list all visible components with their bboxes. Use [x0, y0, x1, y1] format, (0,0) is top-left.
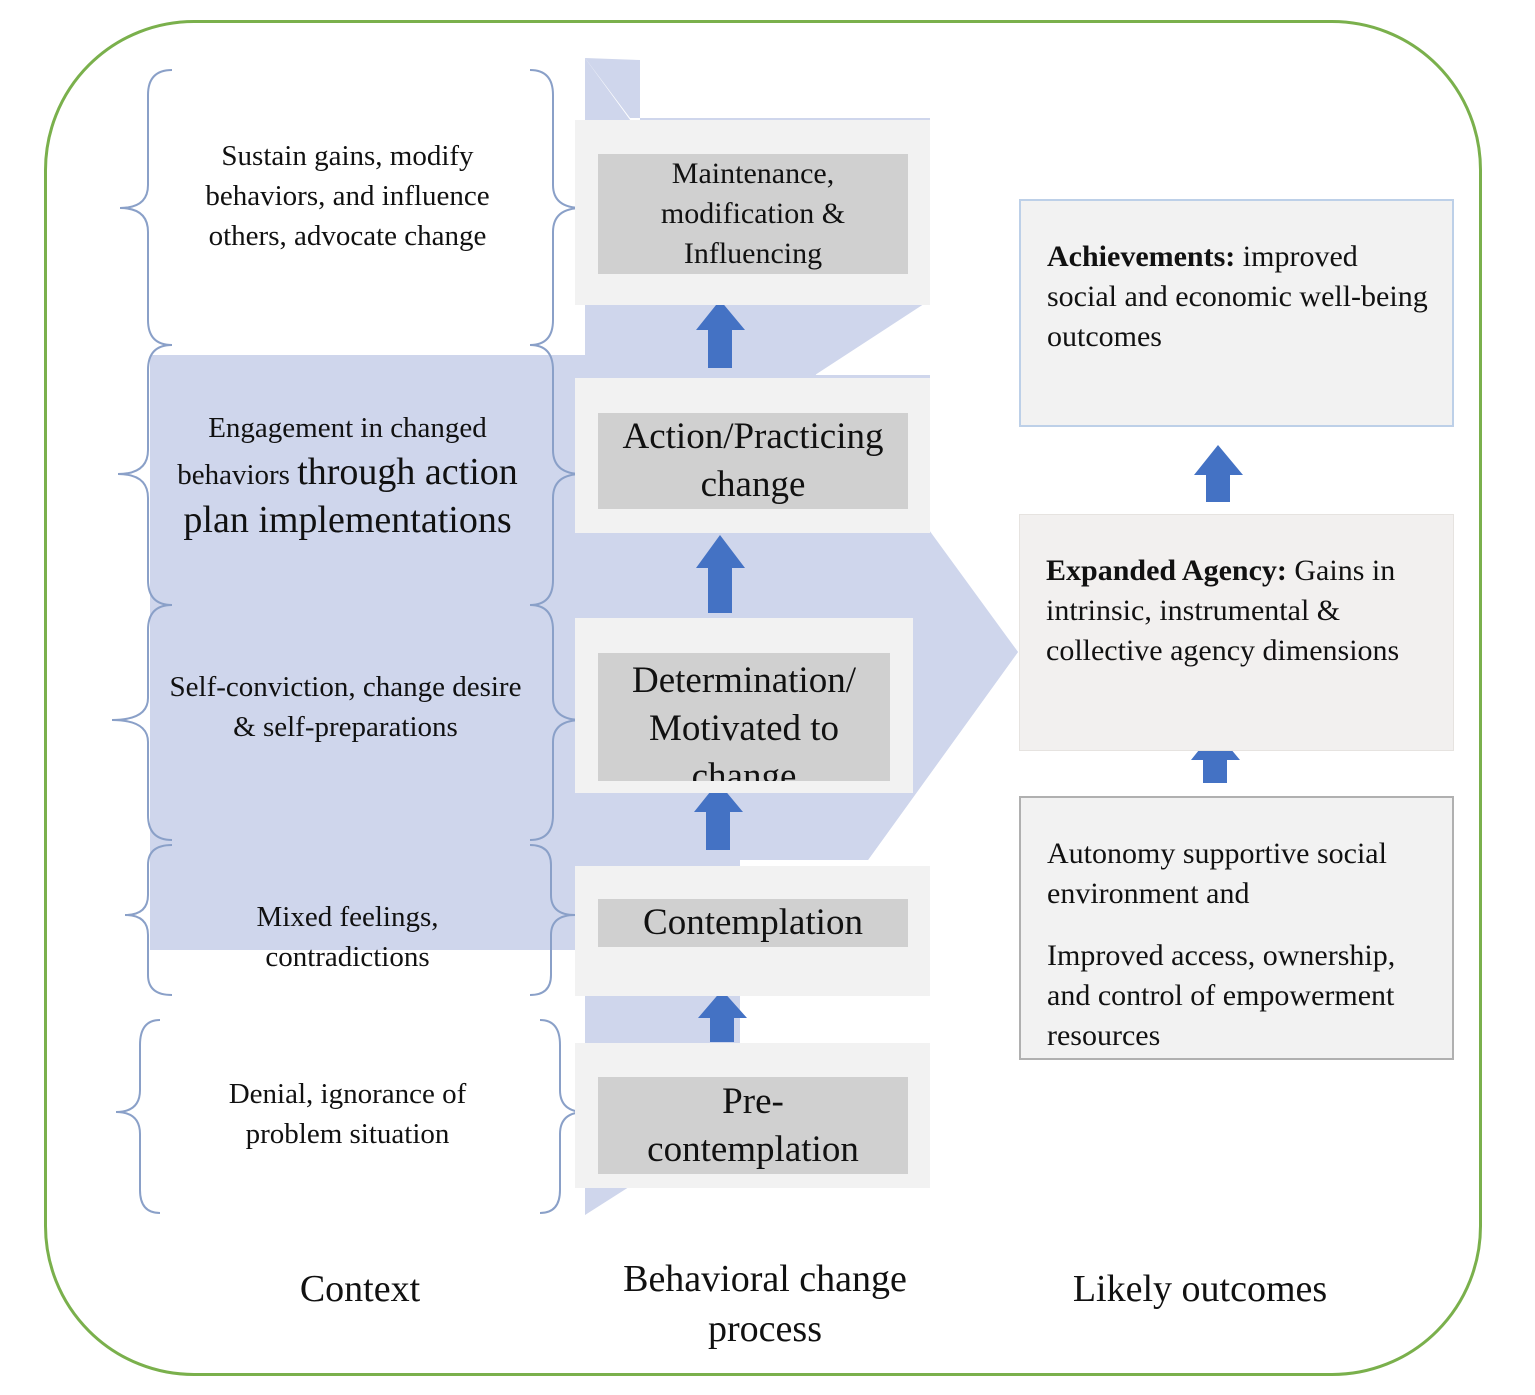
stage-determination-label: Determination/ Motivated to change: [632, 660, 856, 781]
context-item-5: Denial, ignorance of problem situation: [190, 1074, 505, 1154]
outcome-environment: Autonomy supportive social environment a…: [1019, 796, 1454, 1060]
context-item-2: Engagement in changed behaviors through …: [160, 408, 535, 544]
agency-text: Gains in intrinsic, instrumental & colle…: [1046, 554, 1400, 667]
arrow-up-4: [698, 990, 747, 1042]
agency-title: Expanded Agency:: [1046, 554, 1287, 587]
stage-maintenance: Maintenance, modification & Influencing: [598, 154, 908, 274]
context-item-1: Sustain gains, modify behaviors, and inf…: [175, 136, 520, 256]
stage-contemplation: Contemplation: [598, 899, 908, 947]
stage-action: Action/Practicing change: [598, 413, 908, 509]
achievements-text: improved social and economic well-being …: [1047, 240, 1428, 353]
column-label-process: Behavioral change process: [623, 1258, 907, 1350]
environment-line-2: Improved access, ownership, and control …: [1047, 939, 1396, 1052]
stage-contemplation-label: Contemplation: [643, 902, 863, 943]
context-item-2-text-large: through action plan implementations: [183, 451, 518, 541]
arrow-up-outcome-2: [1191, 730, 1240, 783]
arrow-up-outcome-1: [1194, 445, 1243, 502]
stage-determination: Determination/ Motivated to change: [598, 653, 890, 781]
left-brace-5: [115, 1019, 161, 1214]
outcome-agency: Expanded Agency: Gains in intrinsic, ins…: [1019, 514, 1454, 751]
left-brace-1: [119, 69, 173, 346]
left-brace-4: [124, 844, 173, 996]
context-item-2-text: Engagement in changed behaviors: [177, 412, 487, 491]
context-highlight-band: [150, 355, 585, 950]
environment-line-1: Autonomy supportive social environment a…: [1047, 837, 1387, 910]
stage-maintenance-label: Maintenance, modification & Influencing: [660, 157, 846, 270]
context-item-5-text: Denial, ignorance of problem situation: [228, 1078, 467, 1150]
left-brace-2: [117, 344, 173, 606]
context-item-4: Mixed feelings, contradictions: [200, 897, 495, 977]
context-item-1-text: Sustain gains, modify behaviors, and inf…: [205, 140, 490, 252]
context-item-3-text: Self-conviction, change desire & self-pr…: [169, 671, 522, 743]
arrow-up-1: [696, 300, 745, 368]
stage-precontemplation-label: Pre-contemplation: [647, 1080, 859, 1170]
stage-precontemplation: Pre-contemplation: [598, 1077, 908, 1174]
column-label-context: Context: [299, 1268, 421, 1310]
arrow-up-3: [694, 782, 743, 850]
achievements-title: Achievements:: [1047, 240, 1236, 273]
context-item-3: Self-conviction, change desire & self-pr…: [168, 667, 523, 747]
column-label-outcomes: Likely outcomes: [1072, 1268, 1328, 1310]
arrow-up-2: [696, 535, 745, 613]
context-item-4-text: Mixed feelings, contradictions: [256, 901, 439, 973]
left-brace-3: [111, 604, 173, 841]
outcome-achievements: Achievements: improved social and econom…: [1019, 199, 1454, 427]
stage-action-label: Action/Practicing change: [622, 416, 884, 505]
outer-frame: [44, 20, 1482, 1376]
